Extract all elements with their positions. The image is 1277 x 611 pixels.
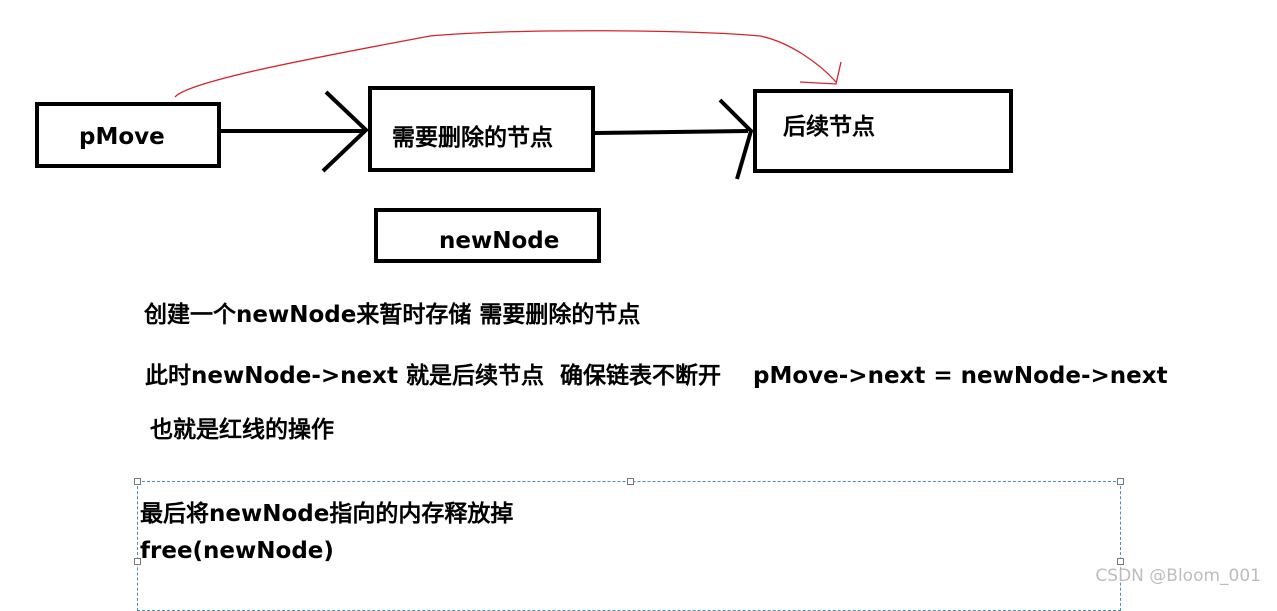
next-node-label: 后续节点 xyxy=(783,114,875,140)
new-node-label: newNode xyxy=(439,228,560,254)
arrowhead-delete-to-next xyxy=(718,98,754,180)
csdn-watermark: CSDN @Bloom_001 xyxy=(1095,566,1261,586)
note-line-2: 此时newNode->next 就是后续节点 确保链表不断开 pMove->ne… xyxy=(145,363,1168,389)
pmove-label: pMove xyxy=(79,124,165,150)
note-line-3: 也就是红线的操作 xyxy=(150,417,334,443)
next-node: 后续节点 xyxy=(753,89,1013,173)
arrowhead-pmove-to-delete xyxy=(321,90,369,173)
arrow-delete-to-next xyxy=(594,129,749,135)
pmove-node: pMove xyxy=(35,102,221,168)
delete-node: 需要删除的节点 xyxy=(368,86,595,172)
resize-handle-middle-right[interactable] xyxy=(1117,558,1124,565)
delete-node-label: 需要删除的节点 xyxy=(392,125,553,151)
selected-text-box[interactable]: 最后将newNode指向的内存释放掉 free(newNode) xyxy=(134,478,1124,611)
red-bypass-line xyxy=(174,30,837,98)
resize-handle-middle-left[interactable] xyxy=(134,558,141,565)
red-bypass-arrowhead xyxy=(799,61,842,85)
resize-handle-top-center[interactable] xyxy=(627,478,634,485)
new-node: newNode xyxy=(374,208,601,263)
diagram-canvas xyxy=(174,30,842,180)
note-line-1: 创建一个newNode来暂时存储 需要删除的节点 xyxy=(144,302,641,328)
textbox-line-1: 最后将newNode指向的内存释放掉 xyxy=(140,501,514,527)
resize-handle-top-left[interactable] xyxy=(134,478,141,485)
textbox-line-2: free(newNode) xyxy=(140,538,334,564)
resize-handle-top-right[interactable] xyxy=(1117,478,1124,485)
